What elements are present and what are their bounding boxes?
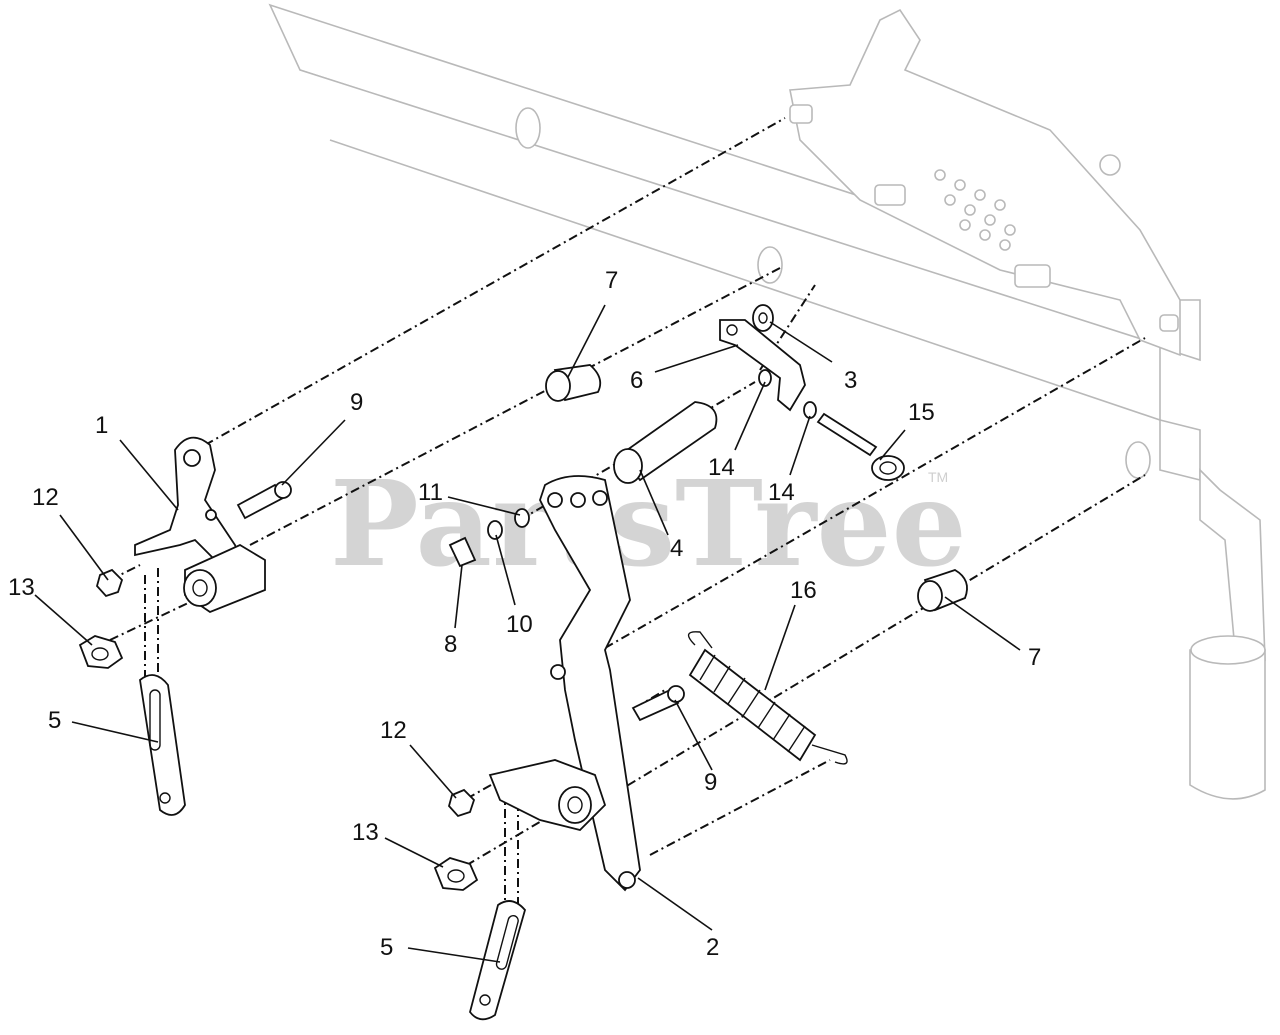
mounting-bracket: [789, 8, 1181, 357]
frame-rail-lower: [299, 69, 1161, 422]
bracket-holes: [934, 169, 1016, 251]
callout-7-upper: 7: [605, 267, 618, 294]
spacer-tube-4: [613, 401, 718, 484]
frame-slot: [515, 107, 541, 149]
callout-14-right: 14: [768, 479, 795, 506]
callout-8: 8: [444, 631, 457, 658]
nut-12-left: [96, 568, 124, 598]
callout-14-left: 14: [708, 454, 735, 481]
callout-9-upper: 9: [350, 389, 363, 416]
frame-tube-opening: [1190, 635, 1266, 665]
callout-15: 15: [908, 399, 935, 426]
flange-nut-13-right: [433, 857, 479, 891]
bushing-7-lower: [917, 569, 968, 612]
link-5-right: [469, 900, 526, 1021]
bracket-stud: [789, 104, 813, 124]
callout-3: 3: [844, 367, 857, 394]
bracket-pin: [874, 184, 906, 206]
callout-12-right: 12: [380, 717, 407, 744]
callout-13-right: 13: [352, 819, 379, 846]
pin-9-lower: [631, 685, 685, 722]
bracket-stud: [1159, 314, 1179, 332]
bolt-8: [448, 536, 477, 568]
clip-14-lower: [803, 401, 817, 419]
bushing-7-upper: [545, 364, 602, 402]
callout-11: 11: [418, 479, 443, 506]
watermark-text: PartsTree: [330, 454, 967, 593]
mower-frame: [268, 3, 1266, 800]
link-5-left: [139, 674, 186, 816]
lever-arm-left: [134, 436, 266, 614]
spring-16: [687, 631, 848, 765]
leader-lines: [34, 304, 1021, 963]
frame-end: [1159, 418, 1201, 482]
clip-14-upper: [758, 369, 772, 387]
rod-15: [816, 412, 905, 481]
callout-13-left: 13: [8, 574, 35, 601]
callout-7-lower: 7: [1028, 644, 1041, 671]
callout-5-right: 5: [380, 934, 393, 961]
frame-slot: [757, 246, 783, 284]
callout-10: 10: [506, 611, 533, 638]
bracket-ring: [1099, 154, 1121, 176]
pin-9-upper: [236, 481, 292, 520]
washer-3: [752, 304, 774, 332]
lever-arm-right: [488, 475, 641, 892]
callout-9-lower: 9: [704, 769, 717, 796]
callout-12-left: 12: [32, 484, 59, 511]
washer-10: [487, 520, 503, 540]
frame-slot: [1125, 441, 1151, 479]
bracket-6: [719, 319, 806, 412]
alignment-lines: [109, 117, 1146, 905]
bracket-pin: [1014, 264, 1051, 288]
watermark: PartsTree TM: [330, 454, 967, 593]
callout-2: 2: [706, 934, 719, 961]
callout-4: 4: [670, 535, 683, 562]
callout-1: 1: [95, 412, 108, 439]
frame-tube-end: [1189, 649, 1266, 800]
washer-11: [514, 508, 530, 528]
callout-6: 6: [630, 367, 643, 394]
callout-16: 16: [790, 577, 817, 604]
callout-labels: 1 2 3 4 5 5 6 7 7 8 9 9 10 11 12 12 13 1…: [8, 267, 1041, 961]
frame-handle-bend: [1199, 468, 1266, 662]
callout-5-left: 5: [48, 707, 61, 734]
watermark-trademark: TM: [928, 469, 948, 485]
